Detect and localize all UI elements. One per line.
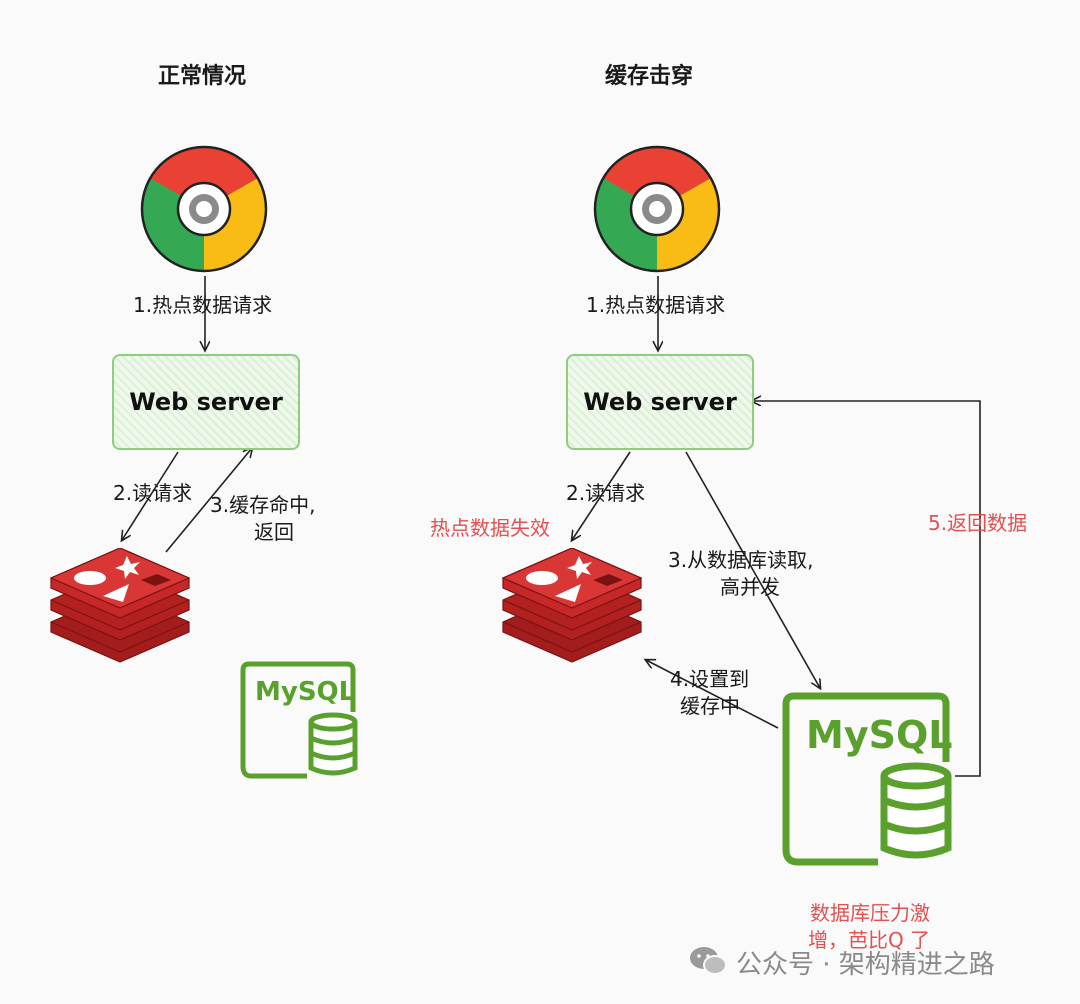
chrome-icon xyxy=(593,145,721,273)
label-left-step1: 1.热点数据请求 xyxy=(133,293,273,317)
arrow-right-return xyxy=(752,401,981,777)
label-return-data: 5.返回数据 xyxy=(928,511,1028,535)
arrow-right-read xyxy=(572,451,631,540)
web-server-left: Web server xyxy=(112,354,300,450)
mysql-text: MySQL xyxy=(806,713,952,757)
arrow-right-set-cache xyxy=(646,660,779,729)
label-right-read-request: 2.读请求 xyxy=(566,481,646,505)
label-left-cache-hit-2: 返回 xyxy=(254,520,294,544)
redis-icon xyxy=(501,548,643,663)
arrow-left-read xyxy=(122,451,179,540)
title-cache-breakdown: 缓存击穿 xyxy=(605,64,694,89)
arrow-left-hit xyxy=(165,448,252,553)
mysql-icon: MySQL xyxy=(240,661,358,779)
label-db-read-2: 高并发 xyxy=(720,575,780,599)
wechat-icon xyxy=(690,947,727,975)
label-left-read-request: 2.读请求 xyxy=(113,481,193,505)
web-server-label: Web server xyxy=(583,388,737,416)
redis-icon xyxy=(49,548,191,663)
label-db-pressure-2: 增，芭比Q 了 xyxy=(808,928,931,952)
web-server-right: Web server xyxy=(566,354,754,450)
label-db-pressure-1: 数据库压力激 xyxy=(810,901,930,925)
label-db-read-1: 3.从数据库读取, xyxy=(668,548,814,572)
web-server-label: Web server xyxy=(129,388,283,416)
label-cache-invalid: 热点数据失效 xyxy=(430,516,550,540)
label-left-cache-hit-1: 3.缓存命中, xyxy=(210,493,316,517)
chrome-icon xyxy=(140,145,268,273)
mysql-icon: MySQL xyxy=(782,692,952,866)
label-right-step1: 1.热点数据请求 xyxy=(586,293,726,317)
label-set-cache-2: 缓存中 xyxy=(680,694,740,718)
label-set-cache-1: 4.设置到 xyxy=(670,667,750,691)
arrow-right-db-read xyxy=(685,451,820,688)
title-normal: 正常情况 xyxy=(158,64,247,89)
mysql-text: MySQL xyxy=(255,677,355,707)
watermark-text: 公众号 · 架构精进之路 xyxy=(736,950,995,980)
